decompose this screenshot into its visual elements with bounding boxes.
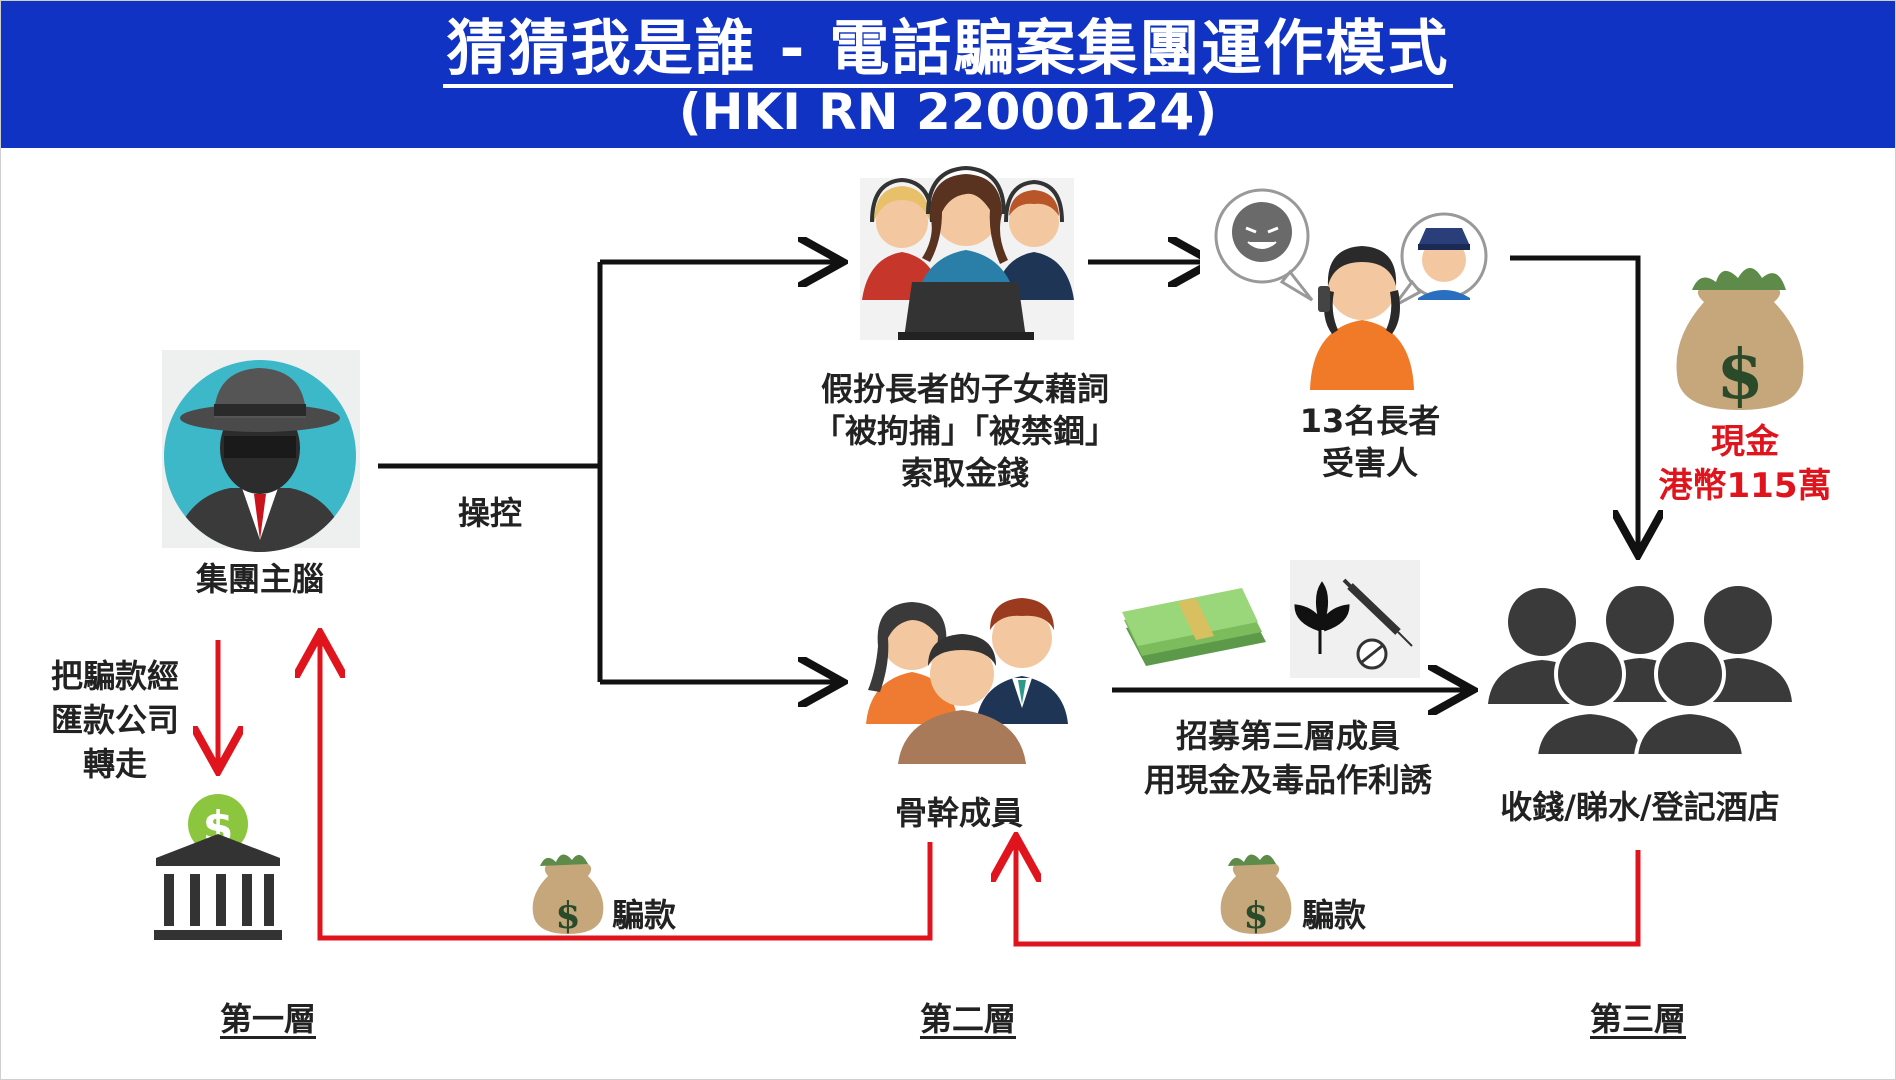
arrow-victims-to-third <box>1510 255 1638 550</box>
callcenter-caption: 假扮長者的子女藉詞 「被拘捕」「被禁錮」 索取金錢 <box>780 368 1150 494</box>
transfer-caption: 把騙款經 匯款公司 轉走 <box>40 654 190 786</box>
arrow-core-to-mastermind <box>320 638 933 941</box>
transfer-line-2: 匯款公司 <box>50 701 179 739</box>
cash-line-1: 現金 <box>1711 422 1779 462</box>
money-bag-icon-2: $ <box>1220 854 1292 937</box>
money-bag-icon-1: $ <box>532 854 604 937</box>
control-arrows <box>378 258 1638 690</box>
control-label: 操控 <box>457 494 522 532</box>
victims-icon <box>1200 184 1490 394</box>
tier-2-label: 第二層 <box>919 1000 1016 1038</box>
money-arrows <box>218 638 1641 947</box>
bank-icon: $ <box>154 794 282 940</box>
third-tier-label: 收錢/睇水/登記酒店 <box>1500 788 1780 826</box>
mastermind-icon <box>162 350 360 552</box>
case-number: (HKI RN 22000124) <box>678 83 1218 141</box>
tier-3-label: 第三層 <box>1589 1000 1686 1038</box>
transfer-line-1: 把騙款經 <box>50 657 179 695</box>
victims-line-1: 13名長者 <box>1299 402 1441 440</box>
mastermind-label: 集團主腦 <box>195 560 324 598</box>
proceeds-label-1: 騙款 <box>611 896 676 934</box>
transfer-line-3: 轉走 <box>82 745 147 783</box>
callcenter-line-2: 「被拘捕」「被禁錮」 <box>812 412 1117 450</box>
victims-line-2: 受害人 <box>1321 444 1418 482</box>
third-tier-group-icon <box>1488 586 1792 758</box>
core-members-icon <box>866 598 1068 764</box>
cash-caption: 現金 港幣115萬 <box>1640 420 1850 508</box>
money-bag-cash-dollar: $ <box>1716 335 1763 415</box>
tier-1-label: 第一層 <box>219 1000 316 1038</box>
page-title: 猜猜我是誰 - 電話騙案集團運作模式 <box>0 14 1896 88</box>
cash-stack-icon <box>1122 588 1266 666</box>
money-bag-1-dollar: $ <box>555 895 580 937</box>
call-center-icon <box>860 165 1074 340</box>
arrow-third-to-core <box>1016 842 1641 947</box>
drugs-icon <box>1290 560 1420 678</box>
header-banner: 猜猜我是誰 - 電話騙案集團運作模式 (HKI RN 22000124) <box>0 0 1896 148</box>
recruit-caption: 招募第三層成員 用現金及毒品作利誘 <box>1118 714 1458 802</box>
callcenter-line-3: 索取金錢 <box>900 454 1029 492</box>
money-bag-cash-icon: $ <box>1676 268 1804 415</box>
cash-line-2: 港幣115萬 <box>1658 466 1832 506</box>
core-members-label: 骨幹成員 <box>894 794 1023 832</box>
money-bag-2-dollar: $ <box>1243 895 1268 937</box>
callcenter-line-1: 假扮長者的子女藉詞 <box>820 370 1109 408</box>
recruit-line-2: 用現金及毒品作利誘 <box>1143 761 1432 799</box>
victims-caption: 13名長者 受害人 <box>1260 400 1480 484</box>
recruit-line-1: 招募第三層成員 <box>1175 717 1400 755</box>
proceeds-label-2: 騙款 <box>1301 896 1366 934</box>
